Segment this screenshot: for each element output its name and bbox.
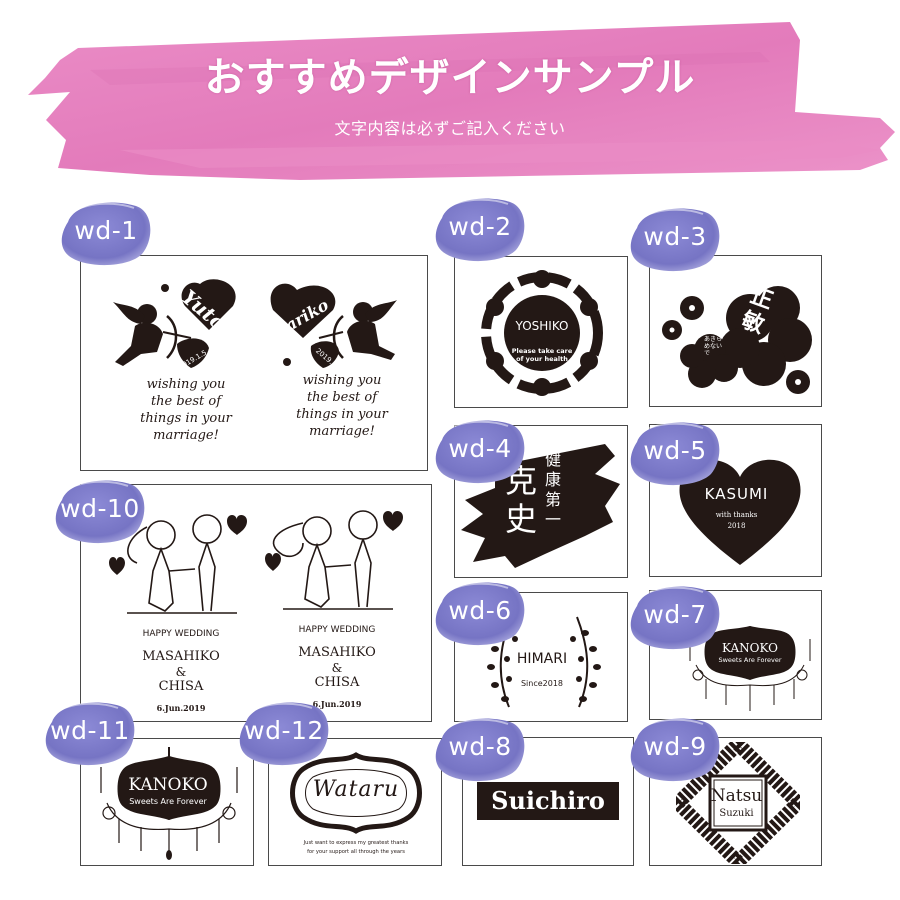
name-kanoko: KANOKO — [722, 641, 778, 655]
tagline-sweets: Sweets Are Forever — [718, 656, 782, 664]
message-line: wishing you — [146, 377, 226, 392]
message-line: wishing you — [302, 373, 382, 388]
groom-right: MASAHIKO — [298, 645, 376, 660]
badge-label: wd-2 — [448, 212, 512, 241]
groom-left: MASAHIKO — [142, 649, 220, 664]
badge-wd-11: wd-11 — [42, 700, 138, 766]
badge-label: wd-10 — [60, 494, 140, 523]
badge-wd-12: wd-12 — [236, 700, 332, 766]
page-title: おすすめデザインサンプル — [204, 54, 696, 101]
last-name-suzuki: Suzuki — [719, 808, 754, 819]
message-line: marriage! — [153, 428, 219, 443]
message-line: the best of — [306, 390, 378, 405]
badge-label: wd-12 — [244, 716, 324, 745]
cupid-icon — [270, 283, 397, 368]
title-happy-wedding-left: HAPPY WEDDING — [142, 629, 220, 639]
badge-wd-9: wd-9 — [627, 716, 723, 782]
message-right: wishing you the best of things in your m… — [277, 372, 407, 440]
badge-label: wd-5 — [643, 436, 707, 465]
name-himari: HIMARI — [516, 651, 568, 667]
message-wataru: Just want to express my greatest thanks … — [269, 839, 441, 857]
ornate-frame-icon — [290, 752, 422, 834]
message-line: marriage! — [309, 424, 375, 439]
laurel-wreath-icon — [487, 616, 601, 708]
message-line: the best of — [150, 394, 222, 409]
badge-label: wd-1 — [74, 216, 138, 245]
message-line: things in your — [296, 407, 388, 422]
brush-stroke-icon — [28, 22, 895, 180]
chandelier-frame-icon — [100, 747, 238, 860]
first-name-natsu: Natsu — [710, 786, 763, 806]
badge-label: wd-11 — [50, 716, 130, 745]
badge-wd-7: wd-7 — [627, 584, 723, 650]
name-suichiro: Suichiro — [477, 782, 619, 820]
amp-left: & — [175, 665, 187, 679]
badge-wd-5: wd-5 — [627, 420, 723, 486]
message-yoshiko: Please take care of your health — [455, 347, 627, 363]
message-line: of your health — [516, 355, 568, 363]
badge-label: wd-3 — [643, 222, 707, 251]
badge-wd-2: wd-2 — [432, 196, 528, 262]
badge-label: wd-6 — [448, 596, 512, 625]
badge-label: wd-8 — [448, 732, 512, 761]
message-left: wishing you the best of things in your m… — [121, 376, 251, 444]
amp-right: & — [331, 661, 343, 675]
badge-wd-4: wd-4 — [432, 418, 528, 484]
badge-wd-10: wd-10 — [52, 478, 148, 544]
header-banner: おすすめデザインサンプル 文字内容は必ずご記入ください — [0, 0, 900, 200]
message-kenkou-daiichi: 健康第一 — [545, 450, 562, 529]
tagline-sweets: Sweets Are Forever — [129, 797, 207, 806]
date-left: 6.Jun.2019 — [156, 703, 206, 713]
name-katsushi: 克史 — [505, 462, 538, 538]
sakura-flowers-icon — [662, 286, 812, 394]
sample-card-wd-2[interactable]: YOSHIKO Please take care of your health — [454, 256, 628, 408]
message-line: Please take care — [511, 347, 573, 355]
sample-card-wd-3[interactable]: 正敏 あきらめないで — [649, 255, 822, 407]
badge-wd-1: wd-1 — [58, 200, 154, 266]
chandelier-frame-icon — [689, 625, 811, 711]
bride-groom-icon — [109, 514, 247, 614]
sample-card-wd-9[interactable]: Natsu Suzuki — [649, 737, 822, 866]
badge-wd-6: wd-6 — [432, 580, 528, 646]
date-right: 6.Jun.2019 — [312, 699, 362, 709]
badge-label: wd-7 — [643, 600, 707, 629]
heart-icon — [679, 459, 801, 565]
name-kasumi: KASUMI — [704, 485, 769, 503]
badge-label: wd-9 — [643, 732, 707, 761]
cupid-icon — [113, 279, 236, 368]
floral-wreath-icon — [481, 270, 603, 396]
name-yoshiko: YOSHIKO — [515, 319, 569, 333]
damask-diamond-frame-icon — [676, 742, 800, 864]
page-subtitle: 文字内容は必ずご記入ください — [334, 119, 566, 138]
message-with-thanks: with thanks — [715, 511, 758, 519]
name-kanoko: KANOKO — [128, 775, 208, 795]
sample-card-wd-1[interactable]: Yuto 2019.1.5 wishing you the best of th… — [80, 255, 428, 471]
message-line: for your support all through the years — [307, 849, 405, 855]
bride-right: CHISA — [314, 675, 360, 690]
year-2018: 2018 — [727, 522, 746, 530]
badge-wd-3: wd-3 — [627, 206, 723, 272]
since-2018: Since2018 — [520, 679, 564, 688]
sample-card-wd-11[interactable]: KANOKO Sweets Are Forever — [80, 738, 254, 866]
message-line: Just want to express my greatest thanks — [303, 840, 409, 846]
badge-label: wd-4 — [448, 434, 512, 463]
message-akiramenaide: あきらめないで — [704, 336, 723, 357]
bride-groom-icon — [265, 510, 403, 610]
name-wataru: Wataru — [312, 777, 400, 802]
title-happy-wedding-right: HAPPY WEDDING — [298, 625, 376, 635]
badge-wd-8: wd-8 — [432, 716, 528, 782]
message-line: things in your — [140, 411, 232, 426]
bride-left: CHISA — [158, 679, 204, 694]
